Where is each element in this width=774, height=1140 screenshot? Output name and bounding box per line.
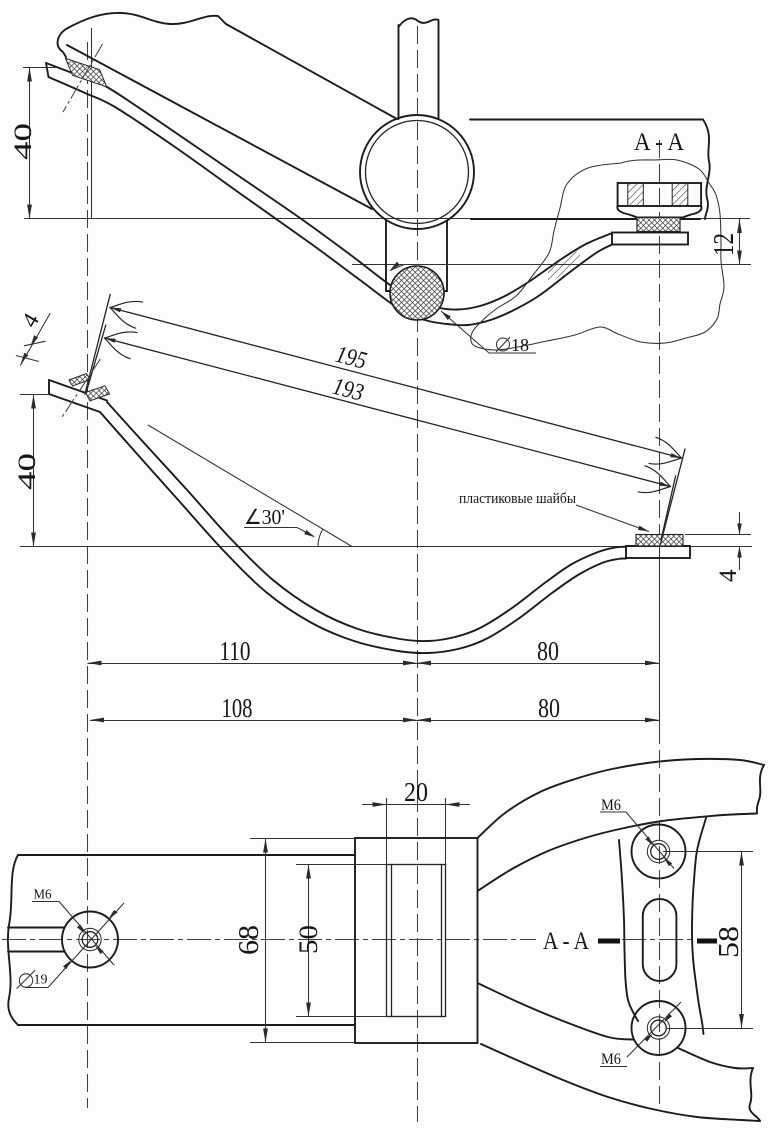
svg-text:40: 40 [14,453,41,490]
svg-text:A - A: A - A [634,129,684,156]
svg-text:пластиковые шайбы: пластиковые шайбы [459,491,576,507]
svg-text:68: 68 [234,925,265,955]
svg-text:∠30': ∠30' [244,505,285,529]
svg-text:40: 40 [10,123,37,160]
svg-text:80: 80 [538,693,560,723]
svg-text:19: 19 [34,973,48,988]
svg-text:58: 58 [714,926,745,958]
svg-text:M6: M6 [601,797,621,814]
svg-text:12: 12 [709,233,740,256]
svg-text:20: 20 [404,777,428,807]
svg-text:M6: M6 [34,888,52,903]
svg-text:80: 80 [537,636,559,666]
svg-text:M6: M6 [601,1051,621,1068]
svg-text:4: 4 [715,569,742,582]
svg-text:50: 50 [294,925,323,954]
svg-text:18: 18 [511,335,529,355]
svg-text:A - A: A - A [543,928,589,955]
svg-text:108: 108 [222,693,253,723]
svg-text:110: 110 [220,636,251,666]
